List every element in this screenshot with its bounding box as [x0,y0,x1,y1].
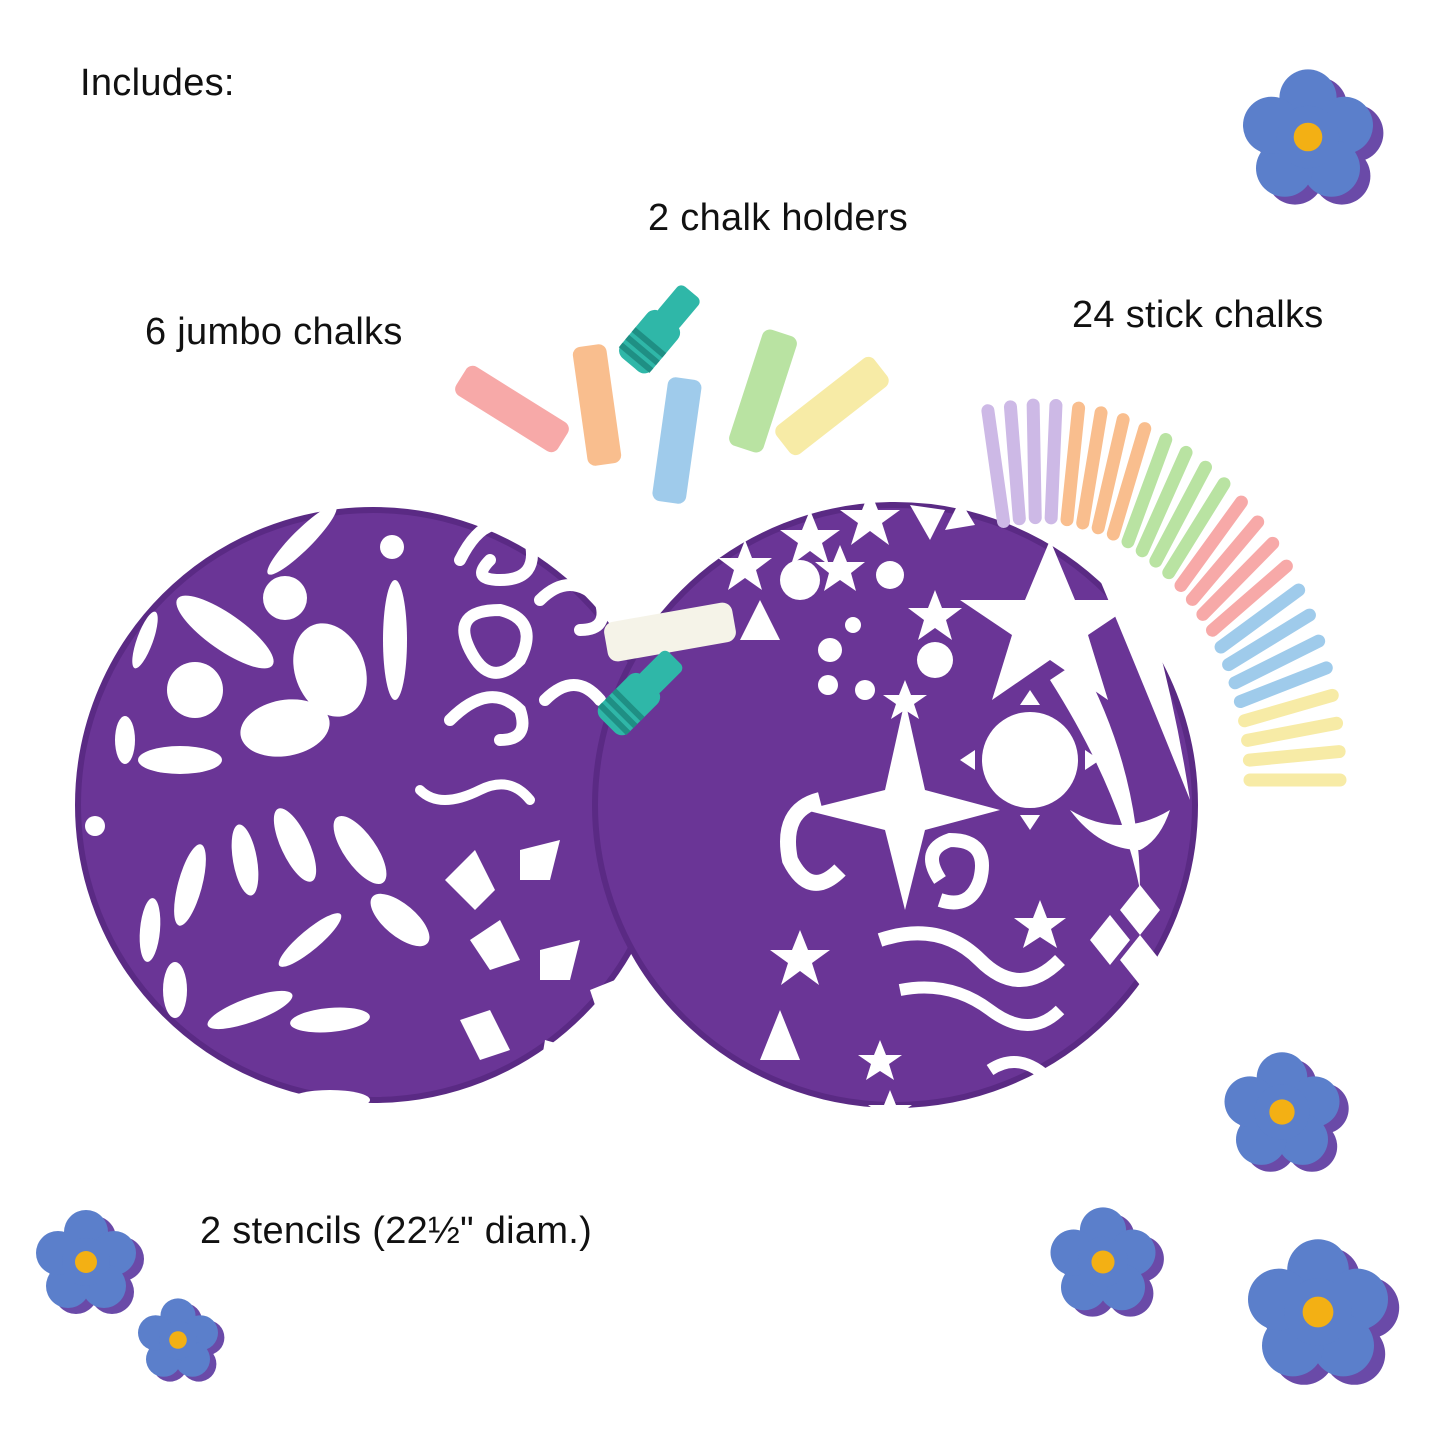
stick-chalk [1091,413,1130,535]
stick-chalk [1174,495,1248,592]
stick-chalk [1214,583,1306,654]
stick-chalk [1076,406,1108,530]
flower-decorations [36,69,1400,1385]
stick-chalk [1196,536,1280,621]
heading-includes: Includes: [80,62,235,104]
stencil-left [75,463,671,1130]
stick-chalk [1205,559,1293,637]
flower-icon [1050,1207,1164,1317]
label-jumbo-chalks: 6 jumbo chalks [145,311,403,353]
stick-chalk [1044,399,1063,525]
stick-chalk [1242,745,1346,767]
flower-icon [36,1210,144,1314]
stick-chalk [1106,422,1152,541]
flower-icon [138,1298,225,1382]
stick-chalk [1135,445,1193,558]
stick-chalk [1233,661,1333,709]
chalk-holders [597,285,700,736]
label-stick-chalks: 24 stick chalks [1072,294,1324,336]
label-chalk-holders: 2 chalk holders [648,197,909,239]
stick-chalk [1026,398,1042,525]
stick-chalks [981,398,1347,787]
stick-chalk [1121,433,1173,549]
stick-chalk [1162,477,1231,580]
stick-chalk [1149,460,1212,568]
stick-chalk [1060,401,1086,527]
label-stencils: 2 stencils (22½" diam.) [200,1210,593,1252]
flower-icon [1224,1052,1349,1172]
jumbo-chalks [455,329,889,662]
stencil-right [592,490,1198,1130]
stick-chalk [1228,634,1326,690]
flower-icon [1243,69,1384,205]
stick-chalk [1222,608,1316,672]
flower-icon [1248,1239,1400,1385]
stick-chalk [1185,515,1265,606]
stick-chalk [1238,688,1339,728]
stick-chalk [1003,400,1026,526]
stick-chalk [981,404,1011,528]
stick-chalk [1241,716,1344,747]
